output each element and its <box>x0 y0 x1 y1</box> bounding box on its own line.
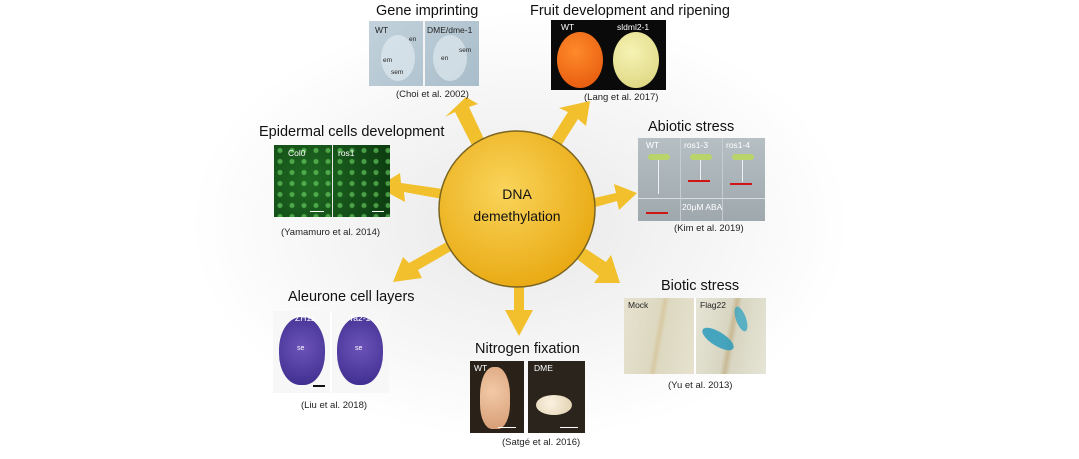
label-aba: 20µM ABA <box>682 202 723 212</box>
title-gene-imprinting: Gene imprinting <box>376 3 479 19</box>
fruit-orange <box>557 32 603 88</box>
label-wt: WT <box>375 25 389 35</box>
label-en: en <box>409 36 417 43</box>
root-length-mark <box>646 212 668 214</box>
root-3 <box>742 160 743 182</box>
citation-aleurone: (Liu et al. 2018) <box>301 400 368 411</box>
title-aleurone: Aleurone cell layers <box>288 289 415 305</box>
label-zh11: ZH11 <box>295 313 316 323</box>
label-col0: Col0 <box>288 148 306 158</box>
title-abiotic: Abiotic stress <box>648 119 735 135</box>
scale-bar <box>498 427 516 428</box>
seedling-3 <box>732 154 754 160</box>
citation-epidermal: (Yamamuro et al. 2014) <box>281 227 381 238</box>
scale-bar-2 <box>372 211 384 212</box>
title-fruit: Fruit development and ripening <box>530 3 730 19</box>
plate-divider-2 <box>722 138 723 221</box>
citation-nitrogen: (Satgé et al. 2016) <box>502 437 581 448</box>
label-se: se <box>297 345 305 352</box>
panel-nitrogen-wt: WT <box>470 361 524 433</box>
root-2 <box>700 160 701 180</box>
label-sem: sem <box>391 69 404 76</box>
citation-gene-imprinting: (Choi et al. 2002) <box>396 89 469 100</box>
citation-fruit: (Lang et al. 2017) <box>584 92 659 103</box>
seedling-2 <box>690 154 712 160</box>
title-nitrogen: Nitrogen fixation <box>475 341 580 357</box>
nodule-dme <box>536 395 572 415</box>
plate-line <box>638 198 765 199</box>
label-flag22: Flag22 <box>700 300 726 310</box>
panel-divider <box>330 311 332 393</box>
label-ros1-3: ros1-3 <box>684 140 709 150</box>
label-wt: WT <box>646 140 660 150</box>
seed-right <box>433 35 467 81</box>
label-dme: DME/dme-1 <box>427 25 473 35</box>
title-epidermal: Epidermal cells development <box>259 124 445 140</box>
grain-left <box>279 317 325 385</box>
panel-divider <box>423 21 425 86</box>
label-dme: DME <box>534 363 553 373</box>
root-length-mark-3 <box>730 183 752 185</box>
panel-biotic: Mock Flag22 <box>624 298 766 374</box>
center-label-line1: DNA <box>502 186 532 202</box>
arrow-biotic <box>573 245 620 283</box>
arrow-nitrogen <box>505 280 533 336</box>
arrow-epidermal <box>377 173 450 202</box>
label-ros1: ros1 <box>338 148 355 158</box>
plate-divider <box>680 138 681 221</box>
root-length-mark-2 <box>688 180 710 182</box>
label-wt: WT <box>561 22 575 32</box>
citation-abiotic: (Kim et al. 2019) <box>674 223 744 234</box>
arrow-aleurone <box>393 239 458 282</box>
label-sldml2: sldml2-1 <box>617 22 650 32</box>
panel-epidermal: Col0 ros1 <box>274 145 390 217</box>
fruit-yellow <box>613 32 659 88</box>
arrow-abiotic <box>590 184 637 210</box>
label-wt: WT <box>474 363 488 373</box>
cell-pattern <box>274 145 390 217</box>
scale-bar <box>560 427 578 428</box>
leaf-mock <box>624 298 694 374</box>
scale-bar <box>310 211 324 212</box>
panel-nitrogen-dme: DME <box>528 361 585 433</box>
seed-left <box>381 35 415 81</box>
scale-bar <box>313 385 325 387</box>
label-em: em <box>383 57 393 64</box>
panel-abiotic: WT ros1-3 ros1-4 20µM ABA <box>638 138 765 221</box>
label-sem-2: sem <box>459 47 472 54</box>
label-ta2-1: Ta2-1 <box>349 313 371 323</box>
grain-right <box>337 317 383 385</box>
panel-divider <box>694 298 696 374</box>
center-label-line2: demethylation <box>473 208 561 224</box>
label-se-2: se <box>355 345 363 352</box>
nodule-wt <box>480 367 510 429</box>
panel-gene-imprinting: WT DME/dme-1 en em sem en sem <box>369 21 479 86</box>
center-circle <box>438 130 596 288</box>
label-en-2: en <box>441 55 449 62</box>
root <box>658 160 659 194</box>
seedling <box>648 154 670 160</box>
title-biotic: Biotic stress <box>661 278 740 294</box>
label-ros1-4: ros1-4 <box>726 140 751 150</box>
panel-aleurone: ZH11 Ta2-1 se se <box>273 311 389 393</box>
panel-fruit: WT sldml2-1 <box>551 20 666 90</box>
citation-biotic: (Yu et al. 2013) <box>668 380 733 391</box>
label-mock: Mock <box>628 300 649 310</box>
